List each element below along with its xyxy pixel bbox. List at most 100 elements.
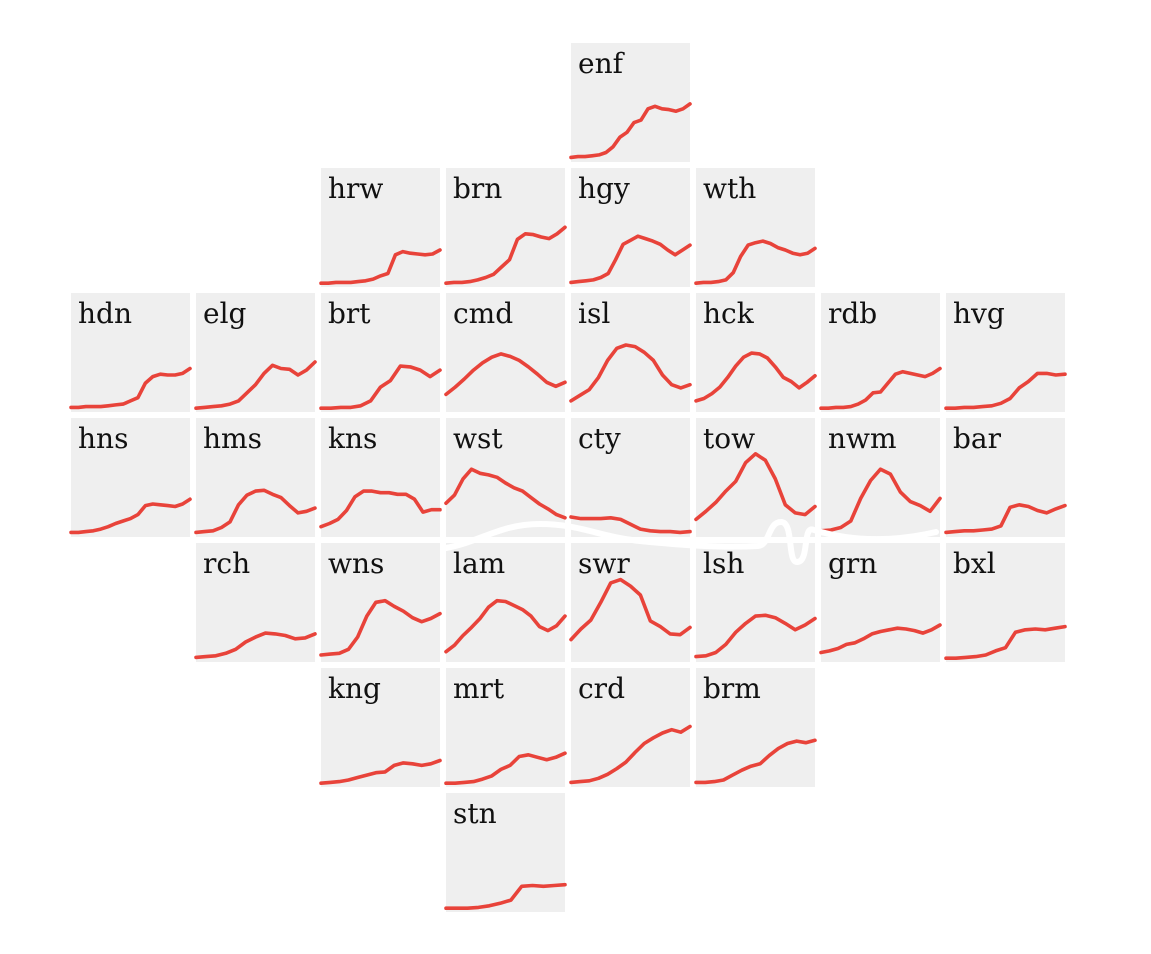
tile-label: lam (453, 547, 505, 580)
tile-label: swr (578, 547, 630, 580)
tile-label: kng (328, 672, 381, 705)
tile-label: hck (703, 297, 755, 330)
tile-background (696, 168, 815, 287)
tile-grn: grn (819, 543, 942, 662)
tile-lam: lam (444, 543, 567, 662)
tile-nwm: nwm (819, 418, 942, 537)
tile-rdb: rdb (819, 293, 942, 412)
tile-label: isl (578, 297, 610, 330)
tile-label: hgy (578, 172, 630, 205)
tile-label: crd (578, 672, 625, 705)
tile-isl: isl (569, 293, 692, 412)
tile-label: cty (578, 422, 621, 455)
sparkline-rdb (819, 366, 942, 411)
tile-label: hdn (78, 297, 132, 330)
tile-label: nwm (828, 422, 897, 455)
tile-cmd: cmd (444, 293, 567, 412)
tile-background (946, 543, 1065, 662)
tile-wst: wst (444, 418, 567, 537)
sparkline-hrw (319, 248, 442, 286)
sparkline-kns (319, 489, 442, 529)
tile-kng: kng (319, 668, 442, 787)
tile-hms: hms (194, 418, 317, 537)
tile-background (446, 168, 565, 287)
sparkline-swr (569, 577, 692, 642)
tile-background (446, 793, 565, 912)
sparkline-isl (569, 343, 692, 403)
sparkline-bxl (944, 624, 1067, 661)
sparkline-lsh (694, 613, 817, 659)
sparkline-enf (569, 102, 692, 160)
tile-kns: kns (319, 418, 442, 537)
tile-background (696, 418, 815, 537)
tile-background (321, 293, 440, 412)
tile-background (821, 418, 940, 537)
sparkline-brt (319, 364, 442, 411)
sparkline-elg (194, 360, 317, 411)
tile-label: brn (453, 172, 502, 205)
tile-label: hns (78, 422, 128, 455)
tile-label: rch (203, 547, 250, 580)
tile-background (571, 543, 690, 662)
tile-label: grn (828, 547, 877, 580)
tile-bxl: bxl (944, 543, 1067, 662)
sparkline-lam (444, 598, 567, 654)
sparkline-hms (194, 488, 317, 535)
tile-crd: crd (569, 668, 692, 787)
tile-background (946, 293, 1065, 412)
sparkline-grn (819, 623, 942, 655)
tile-brm: brm (694, 668, 817, 787)
sparkline-wns (319, 598, 442, 657)
tile-stn: stn (444, 793, 567, 912)
sparkline-crd (569, 724, 692, 785)
tile-background (321, 168, 440, 287)
tile-wns: wns (319, 543, 442, 662)
sparkline-hck (694, 351, 817, 403)
tile-label: kns (328, 422, 377, 455)
tile-label: hrw (328, 172, 383, 205)
tile-label: wth (703, 172, 756, 205)
tile-tow: tow (694, 418, 817, 537)
sparkline-tow (694, 451, 817, 522)
sparkline-wst (444, 467, 567, 520)
tile-label: tow (703, 422, 755, 455)
tile-cty: cty (569, 418, 692, 537)
sparkline-hvg (944, 371, 1067, 411)
tile-hvg: hvg (944, 293, 1067, 412)
tile-background (571, 168, 690, 287)
tile-label: brm (703, 672, 761, 705)
tile-label: wst (453, 422, 503, 455)
tile-swr: swr (569, 543, 692, 662)
sparkline-nwm (819, 467, 942, 533)
tile-elg: elg (194, 293, 317, 412)
tile-label: stn (453, 797, 497, 830)
tile-label: cmd (453, 297, 513, 330)
sparkline-stn (444, 882, 567, 911)
tile-background (571, 43, 690, 162)
tile-hdn: hdn (69, 293, 192, 412)
sparkline-bar (944, 502, 1067, 535)
tile-label: mrt (453, 672, 505, 705)
sparkline-brn (444, 225, 567, 286)
tile-background (696, 668, 815, 787)
tile-background (196, 543, 315, 662)
sparkline-brm (694, 738, 817, 785)
tile-brn: brn (444, 168, 567, 287)
tile-hgy: hgy (569, 168, 692, 287)
tile-hns: hns (69, 418, 192, 537)
tile-label: rdb (828, 297, 877, 330)
tile-label: elg (203, 297, 247, 330)
sparkline-hdn (69, 366, 192, 410)
tile-background (446, 293, 565, 412)
tile-background (571, 668, 690, 787)
tile-background (321, 668, 440, 787)
sparkline-hns (69, 497, 192, 535)
river-thames (443, 519, 939, 565)
tile-label: bar (953, 422, 1002, 455)
tile-enf: enf (569, 43, 692, 162)
tile-bar: bar (944, 418, 1067, 537)
tile-wth: wth (694, 168, 817, 287)
tile-label: bxl (953, 547, 996, 580)
